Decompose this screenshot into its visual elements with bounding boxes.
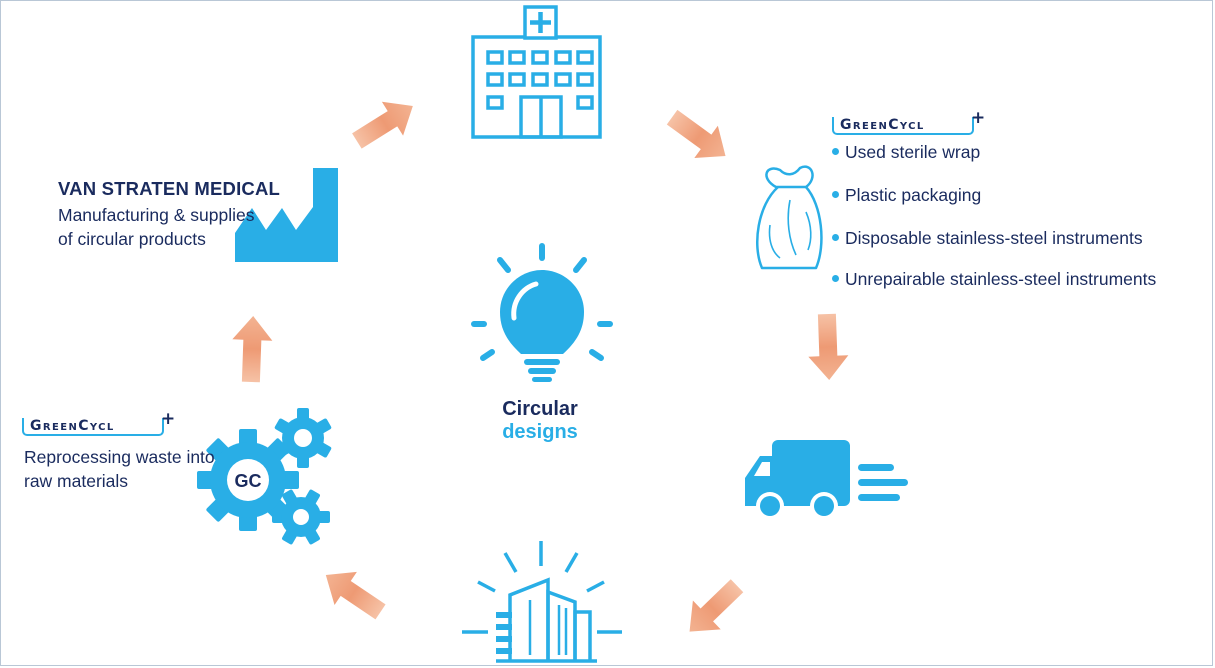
- cycle-arrow-factory-to-hospital: [346, 89, 424, 158]
- gears-badge-text: GC: [235, 471, 262, 491]
- cycle-arrow-truck-to-buildings: [675, 571, 751, 647]
- center-label-line1: Circular: [502, 398, 578, 420]
- bullet-icon: [832, 147, 839, 155]
- delivery-truck-icon: [745, 440, 908, 520]
- buildings-icon: [462, 541, 622, 663]
- hospital-icon: [471, 5, 602, 139]
- plus-icon: +: [161, 409, 176, 429]
- bullet-icon: [832, 190, 839, 198]
- list-item: Plastic packaging: [832, 185, 981, 206]
- cycle-arrow-gears-to-factory: [230, 315, 274, 383]
- list-item: Disposable stainless-steel instruments: [832, 228, 1143, 249]
- list-item: Used sterile wrap: [832, 142, 980, 163]
- manufacturer-description: Manufacturing & supplies of circular pro…: [58, 205, 255, 249]
- waste-bag-icon: [756, 165, 823, 270]
- gears-icon: GC: [197, 408, 332, 545]
- bullet-icon: [832, 233, 839, 241]
- reprocessing-description: Reprocessing waste into raw materials: [24, 447, 215, 491]
- center-label-line2: designs: [502, 421, 578, 443]
- list-item: Unrepairable stainless-steel instruments: [832, 269, 1156, 290]
- plus-icon: +: [971, 108, 986, 128]
- cycle-arrow-waste-to-truck: [806, 313, 850, 381]
- greencycl-logo-text: GreenCycl: [30, 418, 115, 434]
- bullet-icon: [832, 274, 839, 282]
- factory-icon: [235, 168, 338, 262]
- lightbulb-icon: [471, 243, 613, 382]
- manufacturer-name: VAN STRATEN MEDICAL: [58, 178, 281, 199]
- greencycl-logo-text: GreenCycl: [840, 117, 925, 133]
- cycle-arrow-buildings-to-gears: [314, 558, 392, 629]
- cycle-arrow-hospital-to-waste: [660, 101, 738, 173]
